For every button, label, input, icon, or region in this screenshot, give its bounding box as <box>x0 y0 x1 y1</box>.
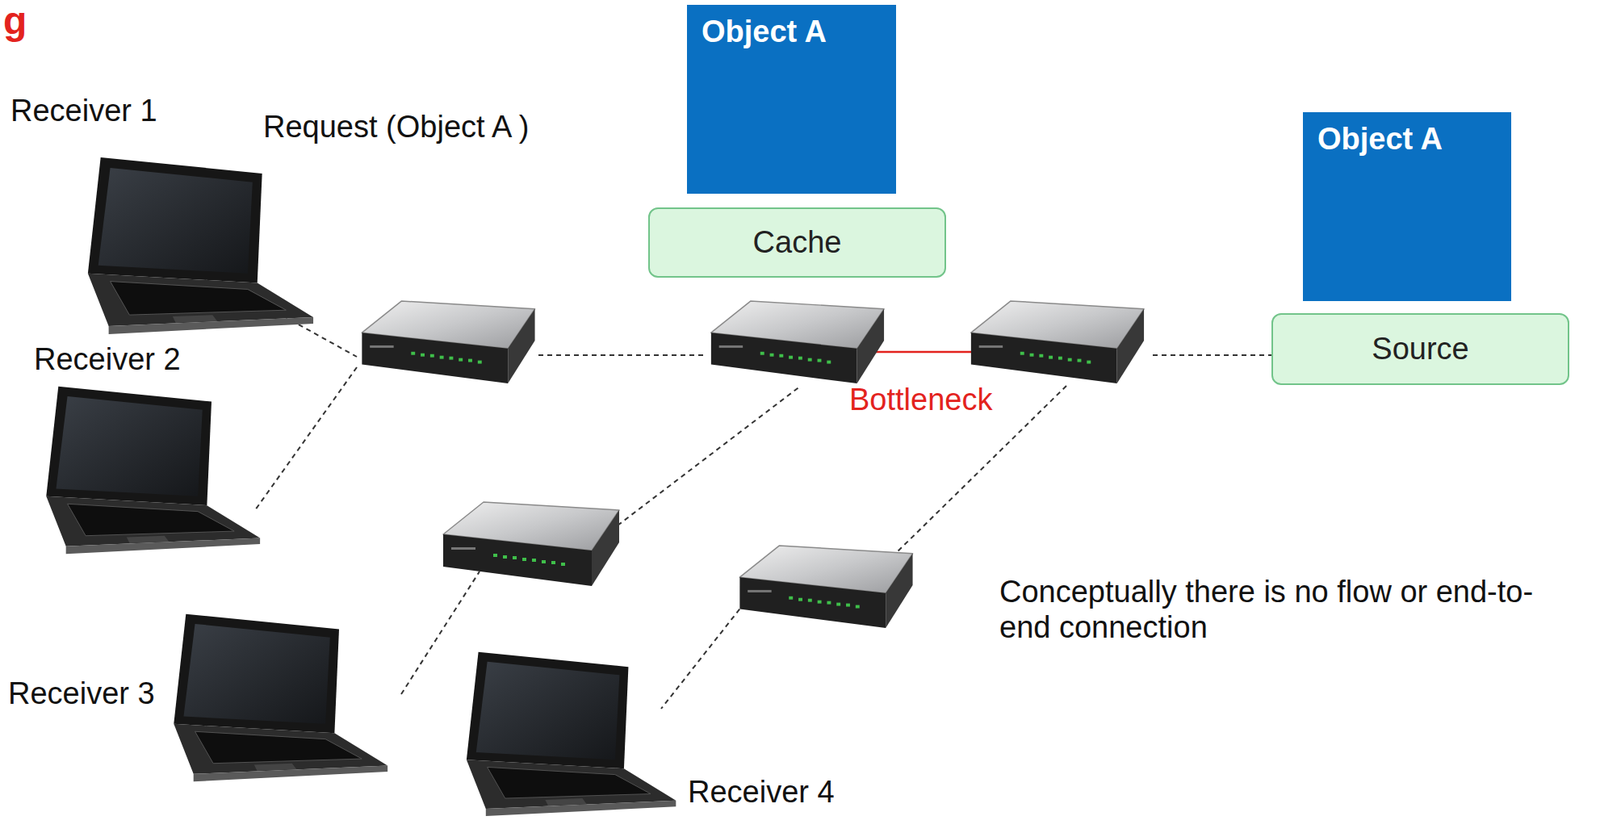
note-text: Conceptually there is no flow or end-to-… <box>999 574 1581 646</box>
object-name: Object A <box>1302 112 1512 167</box>
router-icon <box>971 301 1144 384</box>
router-icon <box>443 502 620 587</box>
box-label: Cache <box>740 220 855 265</box>
laptop-icon <box>46 386 260 555</box>
router-icon <box>361 301 535 384</box>
object-box: Object A <box>686 4 897 194</box>
receiver-label: Receiver 4 <box>687 774 835 811</box>
router-icon <box>711 301 884 384</box>
slide-title: g <box>3 1 27 41</box>
receiver-label: Receiver 2 <box>33 342 181 378</box>
request-label: Request (Object A ) <box>263 109 530 146</box>
laptop-icon <box>87 157 314 335</box>
receiver-label: Receiver 1 <box>10 93 158 130</box>
router-icon <box>739 545 913 629</box>
cache-box: Cache <box>648 207 947 278</box>
receiver-label: Receiver 3 <box>8 676 155 713</box>
box-label: Source <box>1358 326 1482 372</box>
source-box: Source <box>1271 313 1570 386</box>
laptop-icon <box>173 614 388 783</box>
object-box: Object A <box>1302 112 1512 302</box>
object-name: Object A <box>686 4 897 59</box>
laptop-icon <box>466 652 676 817</box>
bottleneck-label: Bottleneck <box>849 382 993 419</box>
